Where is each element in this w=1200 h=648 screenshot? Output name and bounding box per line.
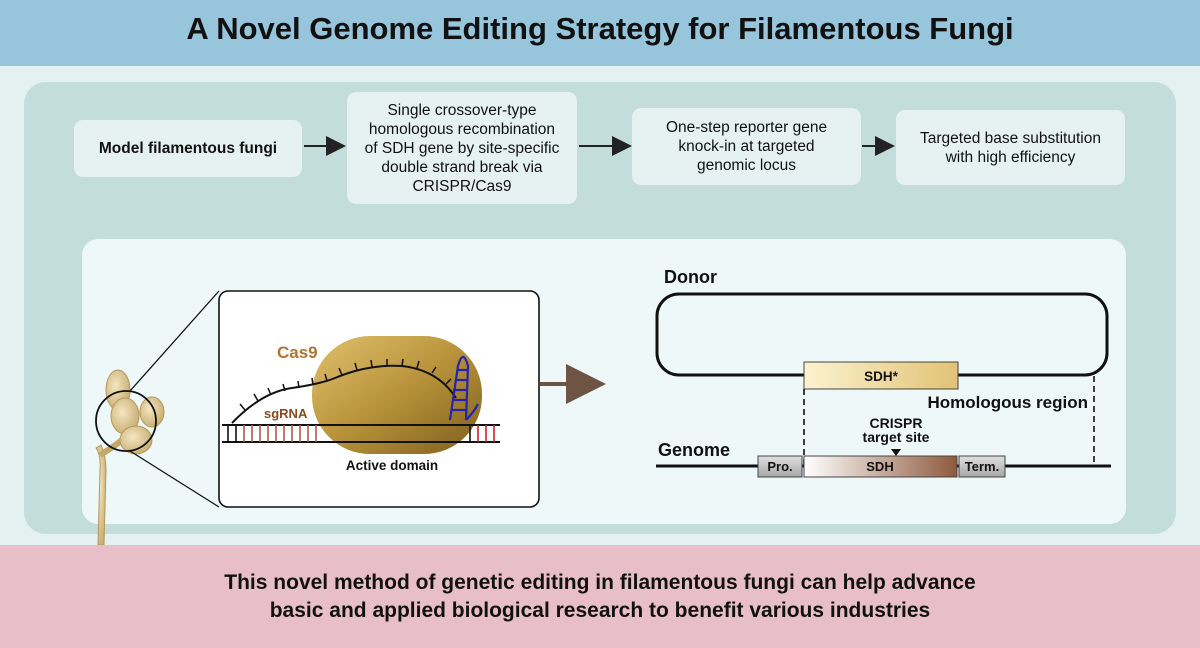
genome-label: Genome [658, 440, 730, 460]
donor-label: Donor [664, 267, 717, 287]
sgrna-label: sgRNA [264, 406, 308, 421]
promoter-label: Pro. [767, 459, 792, 474]
sgrna-strand [231, 364, 457, 424]
terminator-box [958, 455, 1006, 478]
homologous-region-label: Homologous region [927, 393, 1088, 412]
promoter-box [757, 455, 803, 478]
sgrna-ticks [239, 358, 452, 411]
flow-step-label: Targeted base substitution with high eff… [920, 129, 1101, 166]
header-banner: A Novel Genome Editing Strategy for Fila… [0, 0, 1200, 66]
sdh-gene-box [803, 455, 958, 478]
crispr-target-label-2: target site [863, 429, 930, 445]
page-title: A Novel Genome Editing Strategy for Fila… [186, 11, 1014, 46]
sdh-mutant-label: SDH* [864, 369, 899, 384]
flow-step-homologous-recombination: Single crossover-type homologous recombi… [347, 92, 577, 204]
cas9-label: Cas9 [277, 343, 318, 362]
flow-step-label: Single crossover-type homologous recombi… [364, 101, 560, 195]
fungi-hyphae-icon [95, 369, 165, 546]
flow-step-model-fungi: Model filamentous fungi [74, 120, 302, 177]
sdh-gene-label: SDH [866, 459, 893, 474]
flow-step-base-substitution: Targeted base substitution with high eff… [896, 110, 1125, 185]
guide-rna-hairpin [448, 355, 479, 421]
footer-text: This novel method of genetic editing in … [224, 571, 976, 622]
zoom-line-bottom [129, 450, 220, 508]
active-domain-label: Active domain [346, 458, 438, 473]
flow-step-label: Model filamentous fungi [98, 140, 278, 157]
cas9-protein [312, 336, 482, 454]
footer-banner: This novel method of genetic editing in … [0, 545, 1200, 648]
flow-step-reporter-knockin: One-step reporter gene knock-in at targe… [632, 108, 861, 185]
sdh-mutant-box [803, 361, 959, 390]
magnify-circle-icon [95, 390, 157, 452]
crispr-target-label-1: CRISPR [870, 415, 923, 431]
zoom-line-top [129, 290, 220, 392]
target-triangle-icon [891, 449, 901, 456]
dna-base-pairs [227, 425, 495, 442]
terminator-label: Term. [965, 459, 999, 474]
flow-step-label: One-step reporter gene knock-in at targe… [665, 119, 828, 174]
